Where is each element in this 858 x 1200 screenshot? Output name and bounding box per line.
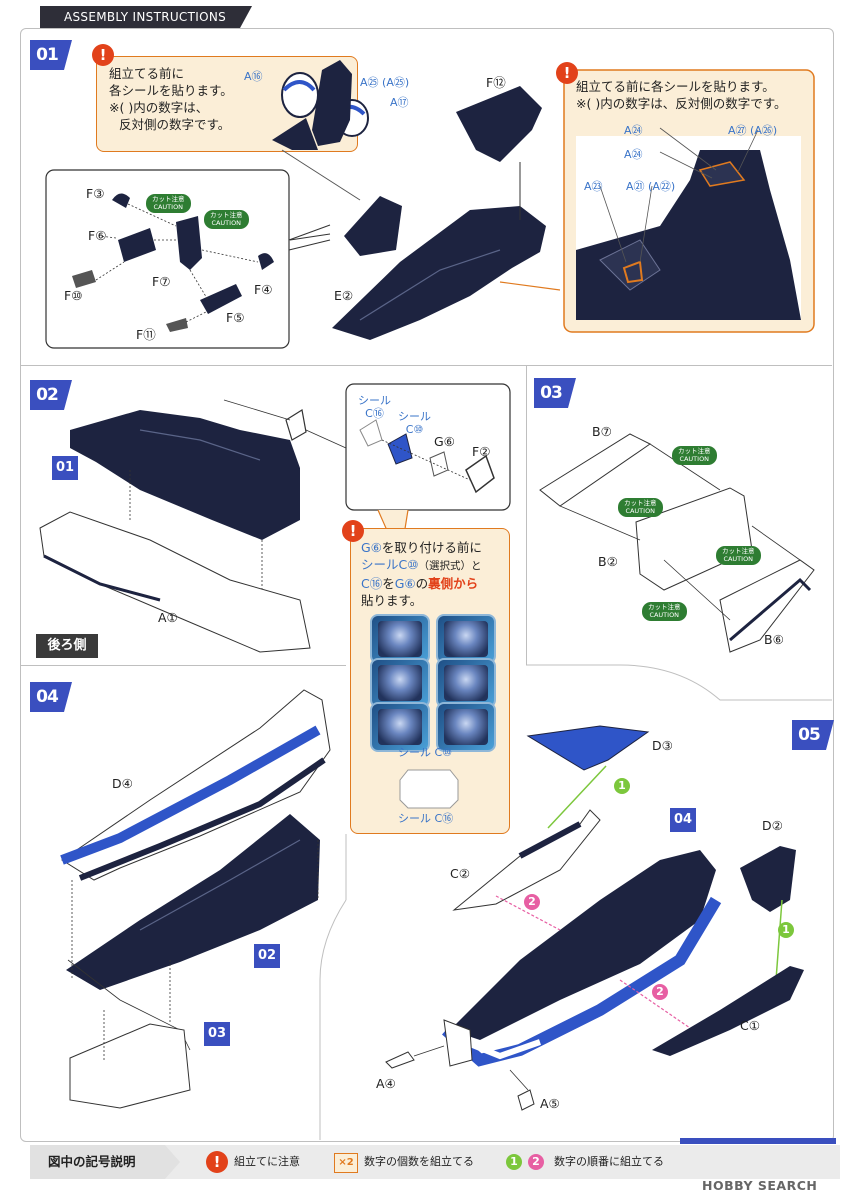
warning-icon: !: [342, 520, 364, 542]
step-02-number: 02: [30, 380, 72, 410]
seal-image: [370, 702, 430, 752]
part-label-a24: A㉔: [624, 148, 643, 161]
step-ref-04: 04: [670, 808, 696, 832]
note-line: G⑥を取り付ける前に: [361, 540, 482, 555]
order-marker-1: 1: [614, 778, 630, 794]
note-line: C⑯をG⑥の裏側から: [361, 576, 479, 591]
order-marker-2: 2: [528, 1154, 544, 1170]
note-line: ※( )内の数字は、: [109, 100, 209, 115]
note-line: 貼ります。: [361, 593, 423, 608]
step-03-number: 03: [534, 378, 576, 408]
part-label-a5: A⑤: [540, 1096, 560, 1111]
part-label-f12: F⑫: [486, 75, 506, 90]
legend-item-order: 数字の順番に組立てる: [554, 1155, 664, 1168]
note-line: 組立てる前に: [109, 66, 185, 81]
part-label-b2: B②: [598, 554, 618, 569]
part-label-a23: A㉓: [584, 180, 603, 193]
order-marker-1: 1: [506, 1154, 522, 1170]
header-bar: ASSEMBLY INSTRUCTIONS: [0, 0, 858, 34]
part-label-seal-c10: シール C⑩: [398, 410, 431, 436]
part-label-a16: A⑯: [244, 70, 263, 83]
step-05-number: 05: [792, 720, 834, 750]
note-line: シールC⑩（選択式）と: [361, 557, 482, 572]
warning-icon: !: [556, 62, 578, 84]
step-01-number: 01: [30, 40, 72, 70]
part-label-b6: B⑥: [764, 632, 784, 647]
seal-image: [436, 702, 496, 752]
part-label-f3: F③: [86, 186, 105, 201]
part-label-a25: A㉕ (A㉕): [360, 76, 410, 89]
part-label-f11: F⑪: [136, 327, 156, 342]
part-label-f6: F⑥: [88, 228, 107, 243]
part-label-g6: G⑥: [434, 434, 455, 449]
part-label-f2: F②: [472, 444, 491, 459]
part-label-a17: A⑰: [390, 96, 409, 109]
order-marker-2: 2: [524, 894, 540, 910]
step-ref-03: 03: [204, 1022, 230, 1046]
part-label-d3: D③: [652, 738, 673, 753]
part-label-a27: A㉗ (A㉖): [728, 124, 778, 137]
legend-bar: 図中の記号説明 ! 組立てに注意 ×2 数字の個数を組立てる 1 2 数字の順番…: [30, 1145, 840, 1179]
seal-image: [436, 658, 496, 708]
note-line: 各シールを貼ります。: [109, 83, 233, 98]
part-label-e2: E②: [334, 288, 354, 303]
warning-icon: !: [206, 1151, 228, 1173]
seal-label-c10: シール C⑩: [398, 746, 453, 759]
header-title: ASSEMBLY INSTRUCTIONS: [40, 6, 252, 28]
step-ref-02: 02: [254, 944, 280, 968]
part-label-c2: C②: [450, 866, 470, 881]
order-marker-2: 2: [652, 984, 668, 1000]
seal-image: [370, 658, 430, 708]
part-label-a24: A㉔: [624, 124, 643, 137]
seal-label-c16: シール C⑯: [398, 812, 454, 825]
note-step1-right: 組立てる前に各シールを貼ります。 ※( )内の数字は、反対側の数字です。: [566, 72, 812, 132]
step-04-number: 04: [30, 682, 72, 712]
watermark-text: HOBBY SEARCH: [702, 1178, 818, 1193]
divider: [20, 665, 346, 666]
legend-title: 図中の記号説明: [30, 1145, 180, 1179]
divider: [20, 365, 832, 366]
part-label-f5: F⑤: [226, 310, 245, 325]
part-label-d4: D④: [112, 776, 133, 791]
part-label-b7: B⑦: [592, 424, 612, 439]
back-side-tag: 後ろ側: [36, 634, 98, 658]
order-marker-1: 1: [778, 922, 794, 938]
note-line: ※( )内の数字は、反対側の数字です。: [576, 96, 787, 111]
part-label-f7: F⑦: [152, 274, 171, 289]
part-label-c1: C①: [740, 1018, 760, 1033]
accent-stripe: [680, 1138, 836, 1144]
legend-item-quantity: 数字の個数を組立てる: [364, 1155, 474, 1168]
part-label-seal-c16: シール C⑯: [358, 394, 391, 420]
quantity-icon: ×2: [334, 1153, 358, 1173]
page-frame: [20, 28, 834, 1142]
part-label-a4: A④: [376, 1076, 396, 1091]
legend-item-caution: 組立てに注意: [234, 1155, 300, 1168]
note-line: 反対側の数字です。: [119, 117, 231, 132]
step-ref-01: 01: [52, 456, 78, 480]
divider: [526, 365, 527, 665]
part-label-a1: A①: [158, 610, 178, 625]
part-label-f10: F⑩: [64, 288, 83, 303]
part-label-f4: F④: [254, 282, 273, 297]
warning-icon: !: [92, 44, 114, 66]
part-label-a21: A㉑ (A㉒): [626, 180, 676, 193]
part-label-d2: D②: [762, 818, 783, 833]
note-line: 組立てる前に各シールを貼ります。: [576, 79, 775, 94]
